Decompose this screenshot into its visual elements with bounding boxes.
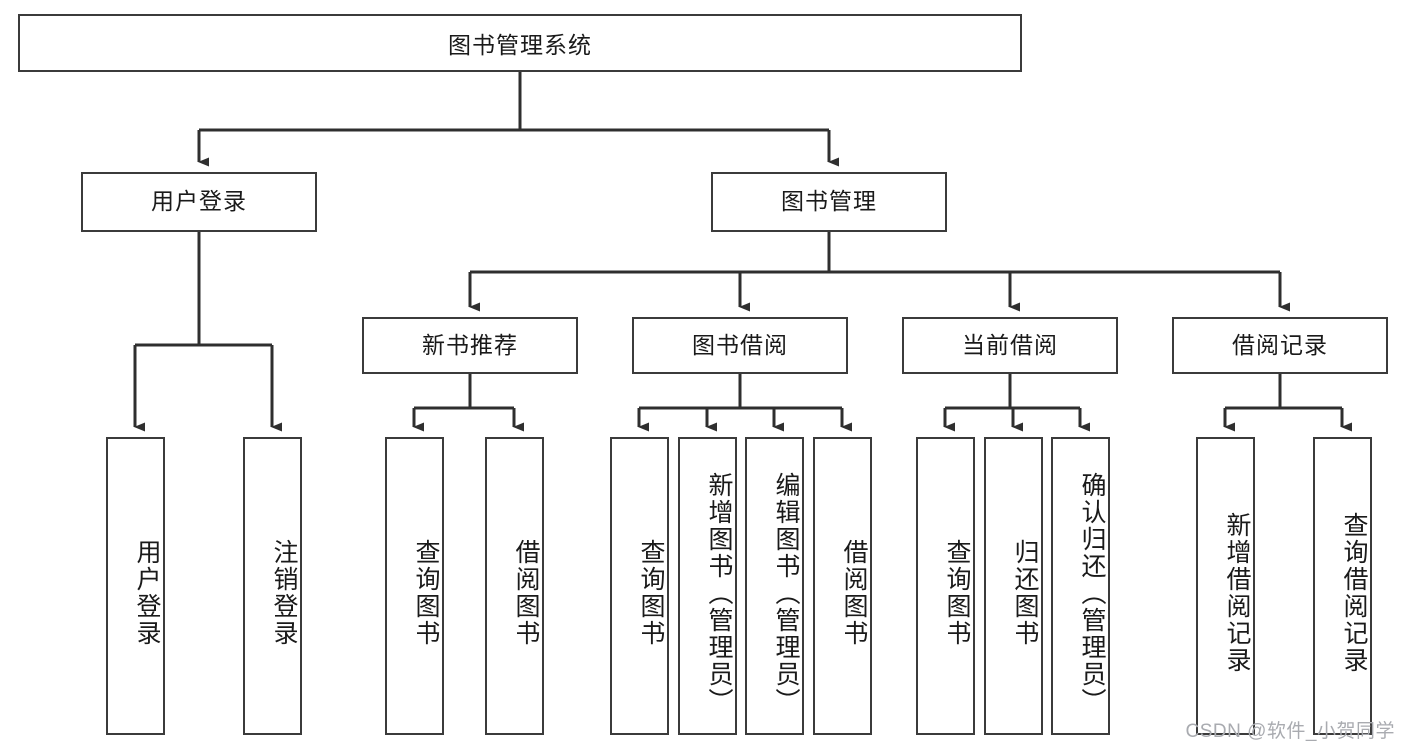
- node-label: 用户登录: [133, 539, 161, 647]
- node-leaf-user-login[interactable]: 用户登录: [106, 437, 165, 735]
- node-label: 新增借阅记录: [1223, 512, 1251, 674]
- node-current-borrow[interactable]: 当前借阅: [902, 317, 1118, 374]
- node-leaf-add-record[interactable]: 新增借阅记录: [1196, 437, 1255, 735]
- node-label: 编辑图书（管理员）: [772, 471, 800, 715]
- node-leaf-borrow-book-1[interactable]: 借阅图书: [485, 437, 544, 735]
- node-user-login[interactable]: 用户登录: [81, 172, 317, 232]
- node-leaf-borrow-book-2[interactable]: 借阅图书: [813, 437, 872, 735]
- node-label: 查询图书: [943, 539, 971, 647]
- node-label: 借阅图书: [512, 539, 540, 647]
- csdn-watermark: CSDN @软件_小贺同学: [1185, 721, 1395, 742]
- node-label: 图书借阅: [692, 331, 788, 358]
- node-new-book-rec[interactable]: 新书推荐: [362, 317, 578, 374]
- node-label: 查询借阅记录: [1340, 512, 1368, 674]
- node-root[interactable]: 图书管理系统: [18, 14, 1022, 72]
- node-leaf-query-book-1[interactable]: 查询图书: [385, 437, 444, 735]
- node-leaf-edit-book[interactable]: 编辑图书（管理员）: [745, 437, 804, 735]
- node-label: 新增图书（管理员）: [705, 471, 733, 715]
- node-leaf-return-book[interactable]: 归还图书: [984, 437, 1043, 735]
- node-label: 注销登录: [270, 539, 298, 647]
- node-leaf-confirm-return[interactable]: 确认归还（管理员）: [1051, 437, 1110, 735]
- node-label: 归还图书: [1011, 539, 1039, 647]
- node-label: 借阅记录: [1232, 331, 1328, 358]
- node-leaf-query-book-2[interactable]: 查询图书: [610, 437, 669, 735]
- node-root-label: 图书管理系统: [448, 32, 592, 58]
- node-borrow-record[interactable]: 借阅记录: [1172, 317, 1388, 374]
- node-label: 查询图书: [637, 539, 665, 647]
- node-label: 新书推荐: [422, 331, 518, 358]
- node-leaf-query-book-3[interactable]: 查询图书: [916, 437, 975, 735]
- node-label: 借阅图书: [840, 539, 868, 647]
- node-book-manage[interactable]: 图书管理: [711, 172, 947, 232]
- node-label: 图书管理: [781, 188, 877, 215]
- node-leaf-logout[interactable]: 注销登录: [243, 437, 302, 735]
- node-book-borrow[interactable]: 图书借阅: [632, 317, 848, 374]
- node-label: 查询图书: [412, 539, 440, 647]
- node-label: 确认归还（管理员）: [1078, 471, 1106, 715]
- node-leaf-query-record[interactable]: 查询借阅记录: [1313, 437, 1372, 735]
- node-label: 用户登录: [151, 188, 247, 215]
- node-label: 当前借阅: [962, 331, 1058, 358]
- node-leaf-add-book[interactable]: 新增图书（管理员）: [678, 437, 737, 735]
